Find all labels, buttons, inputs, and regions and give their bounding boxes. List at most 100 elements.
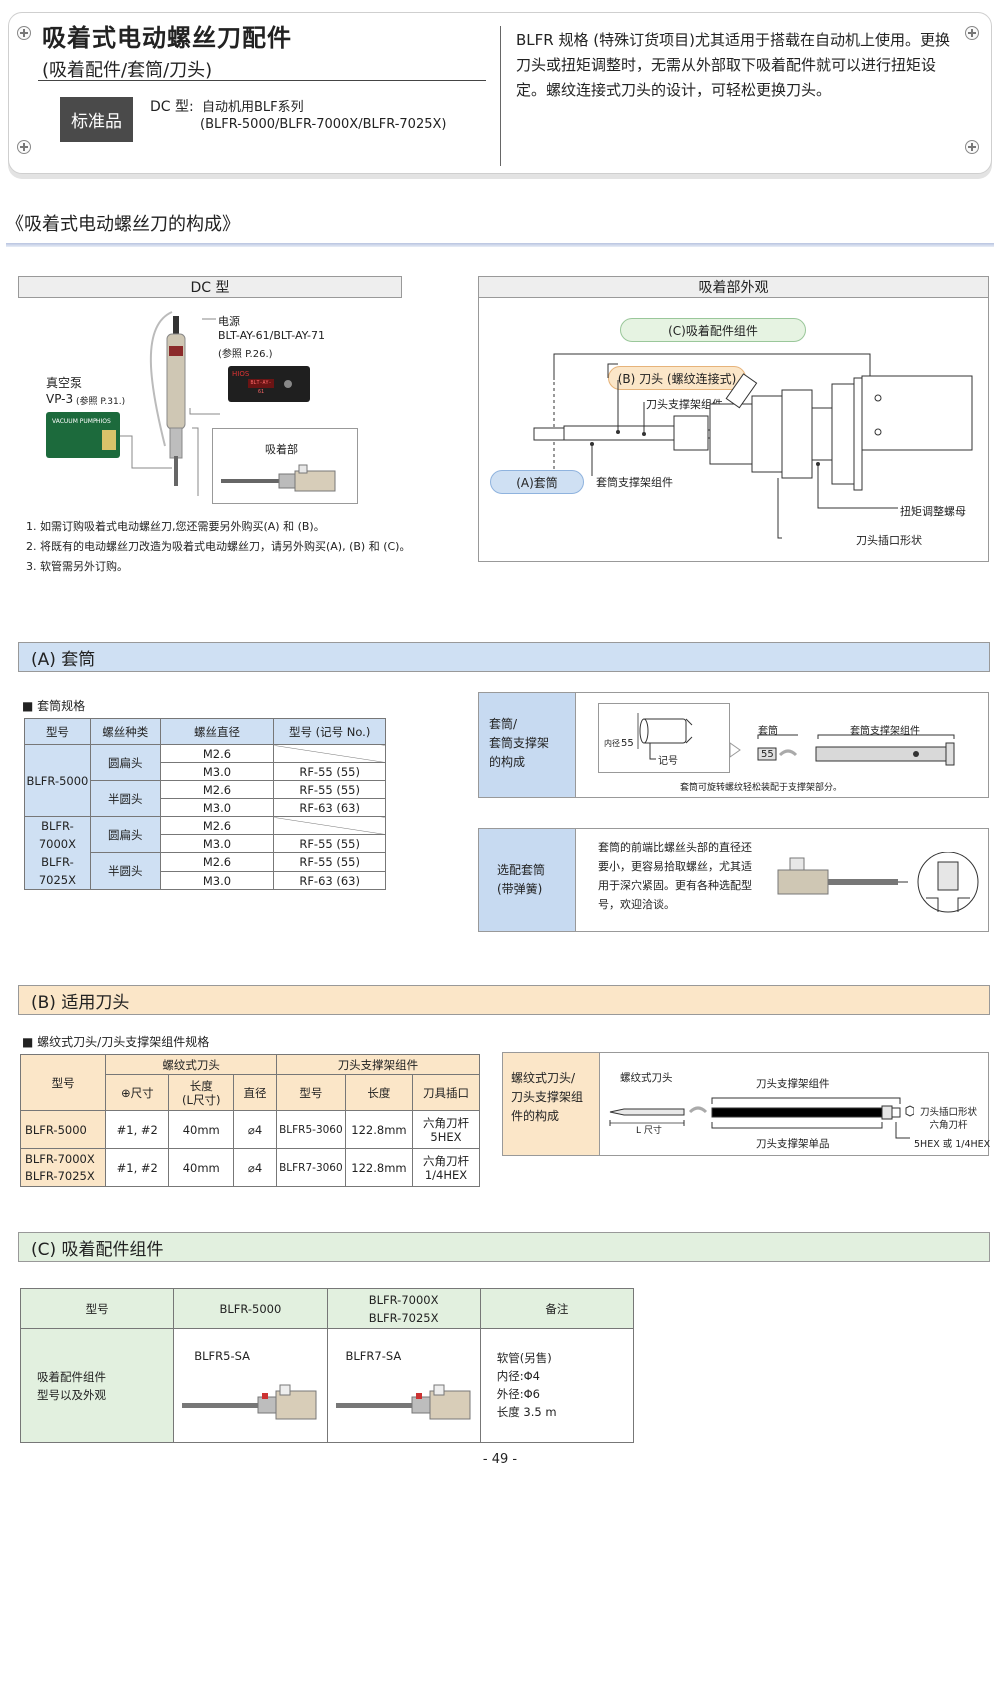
appearance-title: 吸着部外观 — [478, 276, 989, 298]
suction-col-note: 备注 — [479, 1288, 635, 1329]
suction-col-model: 型号 — [19, 1288, 175, 1329]
sleeve-no-cell: RF-55 (55) — [273, 852, 386, 872]
controller-brand: HIOS — [232, 370, 250, 378]
sleeve-model-cell: BLFR-5000 — [24, 744, 91, 817]
bit-row-holder-length: 122.8mm — [344, 1110, 413, 1149]
controller-display: BLT-AY-61 — [248, 379, 274, 395]
sleeve-holder-part-label: 套筒支撑架组件 — [850, 726, 920, 737]
sleeve-no-cell-empty — [273, 744, 386, 763]
label-b-pill: (B) 刀头 (螺纹连接式) — [608, 366, 746, 390]
l-dim-label: L 尺寸 — [636, 1126, 662, 1136]
screw-icon — [17, 140, 31, 154]
power-label: 电源 — [218, 315, 240, 328]
page-subtitle: (吸着配件/套筒/刀头) — [42, 60, 213, 81]
optional-sleeve-desc: 套筒的前端比螺丝头部的直径还要小，更容易拾取螺丝，尤其适用于深穴紧固。更有各种选… — [598, 841, 752, 911]
holder-col-model: 型号 — [275, 1074, 346, 1111]
pump-image: VACUUM PUMP HIOS — [46, 412, 120, 458]
sleeve-structure-note: 套筒可旋转螺纹轻松装配于支撑架部分。 — [680, 783, 843, 793]
bit-structure-label: 螺纹式刀头/ 刀头支撑架组 件的构成 — [503, 1053, 600, 1155]
suction-row-label: 吸着配件组件 型号以及外观 — [19, 1328, 175, 1443]
screw-icon — [965, 140, 979, 154]
sleeve-col-dia: 螺丝直径 — [159, 718, 275, 745]
sleeve-dia-cell: M2.6 — [159, 816, 275, 835]
power-model: BLT-AY-61/BLT-AY-71 — [218, 329, 326, 342]
pump-brand: HIOS — [96, 418, 111, 425]
page-number: - 49 - — [482, 1452, 518, 1467]
insert-shape-label: 刀头插口形状 六角刀杆 — [920, 1107, 978, 1131]
sleeve-spec-table: 型号 螺丝种类 螺丝直径 型号 (记号 No.) BLFR-5000 圆扁头 M… — [24, 718, 386, 890]
optional-sleeve-image — [777, 852, 979, 913]
appearance-diagram — [533, 353, 973, 539]
pump-label: 真空泵 — [46, 376, 83, 390]
sleeve-no-cell-empty — [273, 816, 386, 835]
sleeve-type-cell: 圆扁头 — [89, 816, 161, 853]
sleeve-no-cell: RF-63 (63) — [273, 798, 386, 817]
bit-row-insert: 六角刀杆 5HEX — [411, 1110, 481, 1149]
label-a-pill: (A)套筒 — [490, 470, 584, 494]
power-unit-image: HIOS BLT-AY-61 — [228, 366, 310, 402]
suction-cell-7000: BLFR7-SA — [326, 1328, 481, 1443]
sleeve-no-cell: RF-55 (55) — [273, 762, 386, 781]
sleeve-dia-cell: M3.0 — [159, 798, 275, 817]
suction-cell-5000: BLFR5-SA — [173, 1328, 328, 1443]
dc-type-desc-2: (BLFR-5000/BLFR-7000X/BLFR-7025X) — [200, 117, 447, 132]
composition-title: 《吸着式电动螺丝刀的构成》 — [6, 214, 240, 235]
suction-part-box: 吸着部 — [212, 428, 358, 504]
bit-row-model: BLFR-7000X BLFR-7025X — [19, 1148, 107, 1187]
bit-col-dia: 直径 — [233, 1074, 277, 1111]
screw-icon — [17, 26, 31, 40]
pump-ref: (参照 P.31.) — [76, 397, 126, 407]
sleeve-dia-cell: M3.0 — [159, 871, 275, 890]
sleeve-structure-label: 套筒/ 套筒支撑架 的构成 — [479, 693, 576, 797]
controller-knob — [284, 380, 292, 388]
note-1: 1. 如需订购吸着式电动螺丝刀,您还需要另外购买(A) 和 (B)。 — [26, 520, 325, 533]
suction-model-5000: BLFR5-SA — [194, 1349, 250, 1363]
suction-col-5000: BLFR-5000 — [173, 1288, 328, 1329]
sleeve-dia-cell: M2.6 — [159, 744, 275, 763]
suction-label: 吸着部 — [265, 443, 298, 456]
label-bit-holder: 刀头支撑架组件 — [646, 398, 723, 411]
sleeve-part-label: 套筒 — [758, 726, 778, 737]
sleeve-mark-text: 55 — [621, 738, 634, 749]
header-divider — [500, 26, 501, 166]
bit-row-dia: ⌀4 — [233, 1110, 277, 1149]
label-sleeve-holder: 套筒支撑架组件 — [596, 476, 673, 489]
bit-spec-table: 型号 螺纹式刀头 刀头支撑架组件 ⊕尺寸 长度 (L尺寸) 直径 型号 长度 刀… — [19, 1054, 481, 1187]
sleeve-no-cell: RF-55 (55) — [273, 780, 386, 799]
pump-model: VP-3 — [46, 392, 74, 406]
bit-row-model: BLFR-5000 — [19, 1110, 107, 1149]
title-divider — [38, 80, 486, 81]
sleeve-type-cell: 圆扁头 — [89, 744, 161, 781]
standard-badge: 标准品 — [60, 97, 133, 142]
bit-row-holder-length: 122.8mm — [344, 1148, 413, 1187]
dc-type-desc-1: 自动机用BLF系列 — [202, 100, 304, 115]
label-bit-insert: 刀头插口形状 — [856, 534, 922, 547]
page-title: 吸着式电动螺丝刀配件 — [42, 24, 292, 52]
bit-part-label: 螺纹式刀头 — [620, 1072, 673, 1084]
sleeve-dia-cell: M3.0 — [159, 762, 275, 781]
sleeve-spec-title: ■ 套筒规格 — [22, 699, 86, 713]
sleeve-part-mark: 55 — [761, 749, 774, 760]
header-description: BLFR 规格 (特殊订货项目)尤其适用于搭载在自动机上使用。更换刀头或扭矩调整… — [516, 31, 950, 99]
pump-tank — [102, 430, 116, 450]
sleeve-no-cell: RF-55 (55) — [273, 834, 386, 853]
section-c-bar: (C) 吸着配件组件 — [18, 1232, 990, 1262]
holder-single-label: 刀头支撑架单品 — [756, 1138, 830, 1150]
bit-col-length: 长度 (L尺寸) — [168, 1074, 235, 1111]
section-rule — [6, 243, 994, 247]
bit-row-size: #1, #2 — [105, 1110, 170, 1149]
controller-display-text: BLT-AY-61 — [250, 380, 272, 395]
bit-row-holder: BLFR5-3060 — [275, 1110, 346, 1149]
section-b-bar: (B) 适用刀头 — [18, 985, 990, 1015]
sleeve-type-cell: 半圆头 — [89, 852, 161, 890]
note-2: 2. 将既有的电动螺丝刀改造为吸着式电动螺丝刀，请另外购买(A), (B) 和 … — [26, 540, 411, 553]
suction-part-image — [221, 464, 336, 492]
bit-row-size: #1, #2 — [105, 1148, 170, 1187]
sleeve-col-type: 螺丝种类 — [89, 718, 161, 745]
dc-box-title: DC 型 — [18, 276, 402, 298]
sleeve-col-no: 型号 (记号 No.) — [273, 718, 386, 745]
sleeve-detail-box — [598, 703, 730, 773]
bit-row-insert: 六角刀杆 1/4HEX — [411, 1148, 481, 1187]
bit-col-model: 型号 — [19, 1054, 107, 1111]
label-torque-nut: 扭矩调整螺母 — [900, 505, 966, 518]
